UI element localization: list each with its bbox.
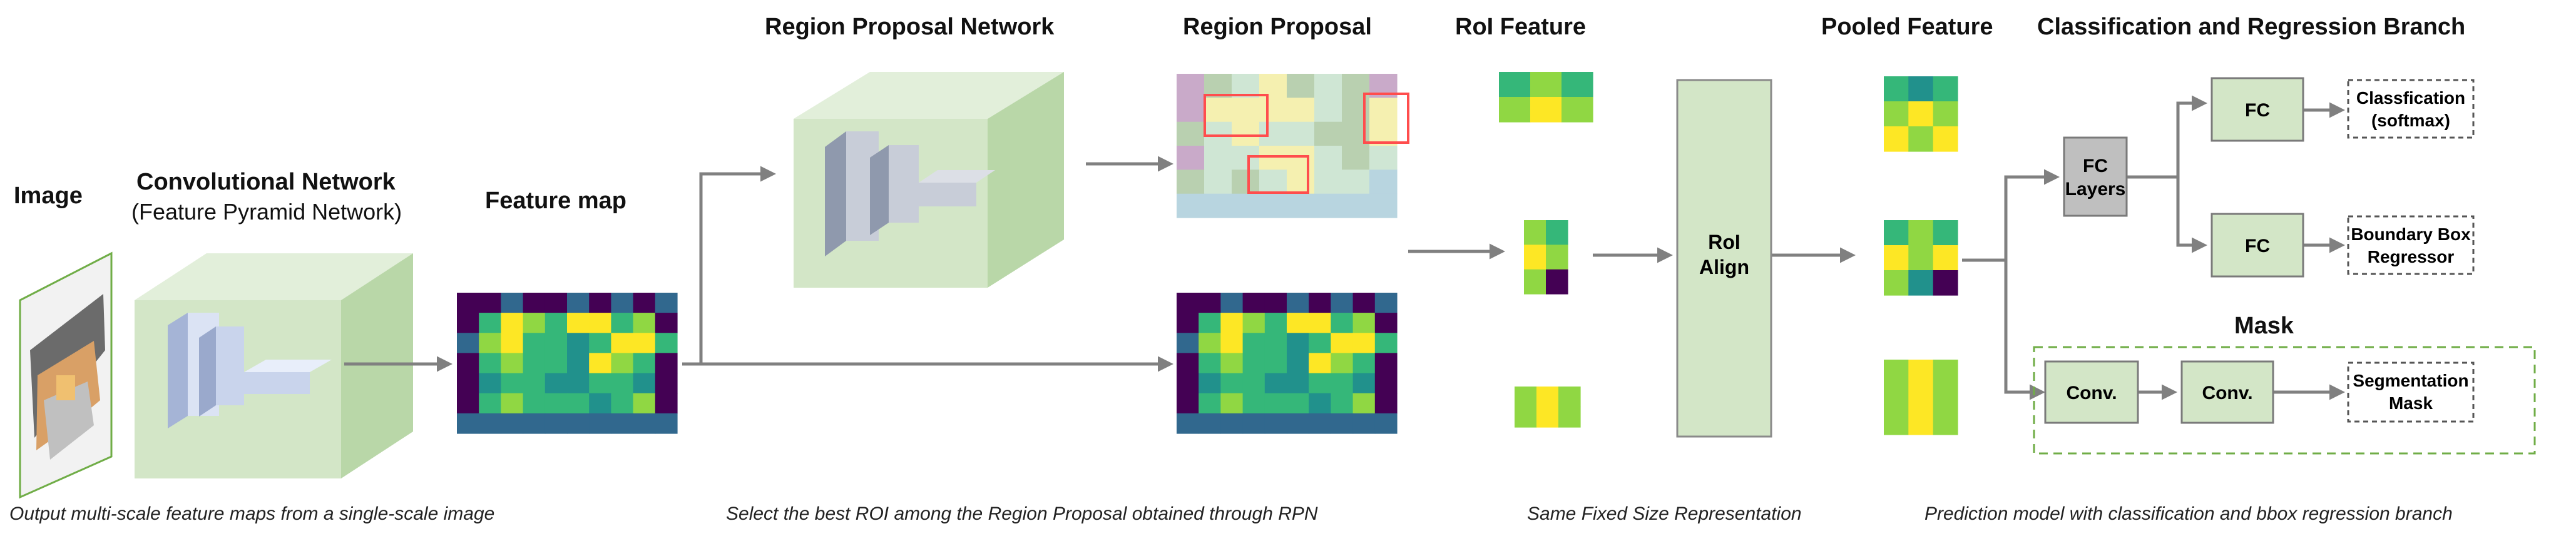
- region-proposal-grid: [1177, 74, 1409, 218]
- heading-feature-map: Feature map: [485, 188, 626, 214]
- caption-roi-selection: Select the best ROI among the Region Pro…: [726, 503, 1318, 524]
- heading-conv-network: Convolutional Network: [136, 169, 396, 195]
- roi-feature-2: [1524, 220, 1568, 295]
- segmentation-mask-label-2: Mask: [2389, 393, 2433, 413]
- heading-rpn: Region Proposal Network: [765, 14, 1055, 40]
- classification-label-2: (softmax): [2371, 111, 2450, 130]
- conv1-box: Conv.: [2044, 360, 2139, 424]
- pooled-feature-3: [1884, 360, 1958, 435]
- proposal-box: [1247, 155, 1309, 194]
- arrow-fclayers-to-fc-top: [2127, 95, 2207, 179]
- classification-box: Classfication (softmax): [2347, 79, 2475, 139]
- segmentation-mask-label-1: Segmentation: [2353, 371, 2468, 390]
- segmentation-mask-box: Segmentation Mask: [2347, 361, 2475, 423]
- roi-feature-3: [1515, 387, 1581, 428]
- fc-layers-box: FC Layers: [2063, 136, 2128, 217]
- feature-map-grid: [457, 293, 678, 434]
- heading-cls-reg-branch: Classification and Regression Branch: [2037, 14, 2466, 40]
- fc-bottom-label: FC: [2245, 236, 2270, 256]
- caption-prediction-model: Prediction model with classification and…: [1924, 503, 2453, 524]
- heading-roi-feature: RoI Feature: [1455, 14, 1587, 40]
- bbox-regressor-label-2: Regressor: [2368, 247, 2455, 266]
- fc-bottom-box: FC: [2211, 213, 2304, 278]
- arrow-featuremap-to-rpn: [682, 166, 776, 366]
- arrow-pooled-to-fclayers: [1962, 169, 2060, 262]
- roi-align-box: RoI Align: [1676, 79, 1772, 438]
- feature-map-grid-2: [1177, 293, 1398, 434]
- roi-align-label-1: RoI: [1708, 231, 1740, 253]
- classification-label-1: Classfication: [2356, 88, 2465, 108]
- fc-layers-label-2: Layers: [2065, 179, 2126, 200]
- arrow-to-mask-branch: [2004, 260, 2045, 400]
- arrows: [344, 95, 2345, 400]
- bbox-regressor-box: Boundary Box Regressor: [2347, 215, 2475, 275]
- arrow-fclayers-to-fc-bottom: [2176, 177, 2207, 253]
- heading-pooled-feature: Pooled Feature: [1821, 14, 1993, 40]
- mask-branch-container: [2033, 346, 2536, 455]
- fc-top-label: FC: [2245, 100, 2270, 121]
- pooled-feature-1: [1884, 76, 1958, 152]
- roi-feature-1: [1499, 72, 1593, 123]
- heading-region-proposal: Region Proposal: [1183, 14, 1372, 40]
- fc-top-box: FC: [2211, 77, 2304, 142]
- heading-image: Image: [14, 183, 83, 209]
- proposal-box: [1204, 94, 1269, 137]
- caption-feature-extraction: Output multi-scale feature maps from a s…: [9, 503, 495, 524]
- fc-layers-label-1: FC: [2083, 156, 2108, 176]
- conv2-label: Conv.: [2202, 383, 2252, 403]
- input-image: [19, 251, 113, 499]
- conv2-box: Conv.: [2180, 360, 2274, 424]
- conv-network-block: [135, 253, 413, 478]
- roi-align-label-2: Align: [1699, 256, 1749, 278]
- bbox-regressor-label-1: Boundary Box: [2351, 225, 2471, 244]
- conv1-label: Conv.: [2066, 383, 2117, 403]
- rpn-block: [794, 72, 1064, 288]
- heading-mask: Mask: [2234, 313, 2294, 339]
- pooled-feature-2: [1884, 220, 1958, 296]
- caption-fixed-size: Same Fixed Size Representation: [1527, 503, 1802, 524]
- heading-conv-network-sub: (Feature Pyramid Network): [131, 199, 402, 225]
- proposal-box: [1363, 93, 1409, 144]
